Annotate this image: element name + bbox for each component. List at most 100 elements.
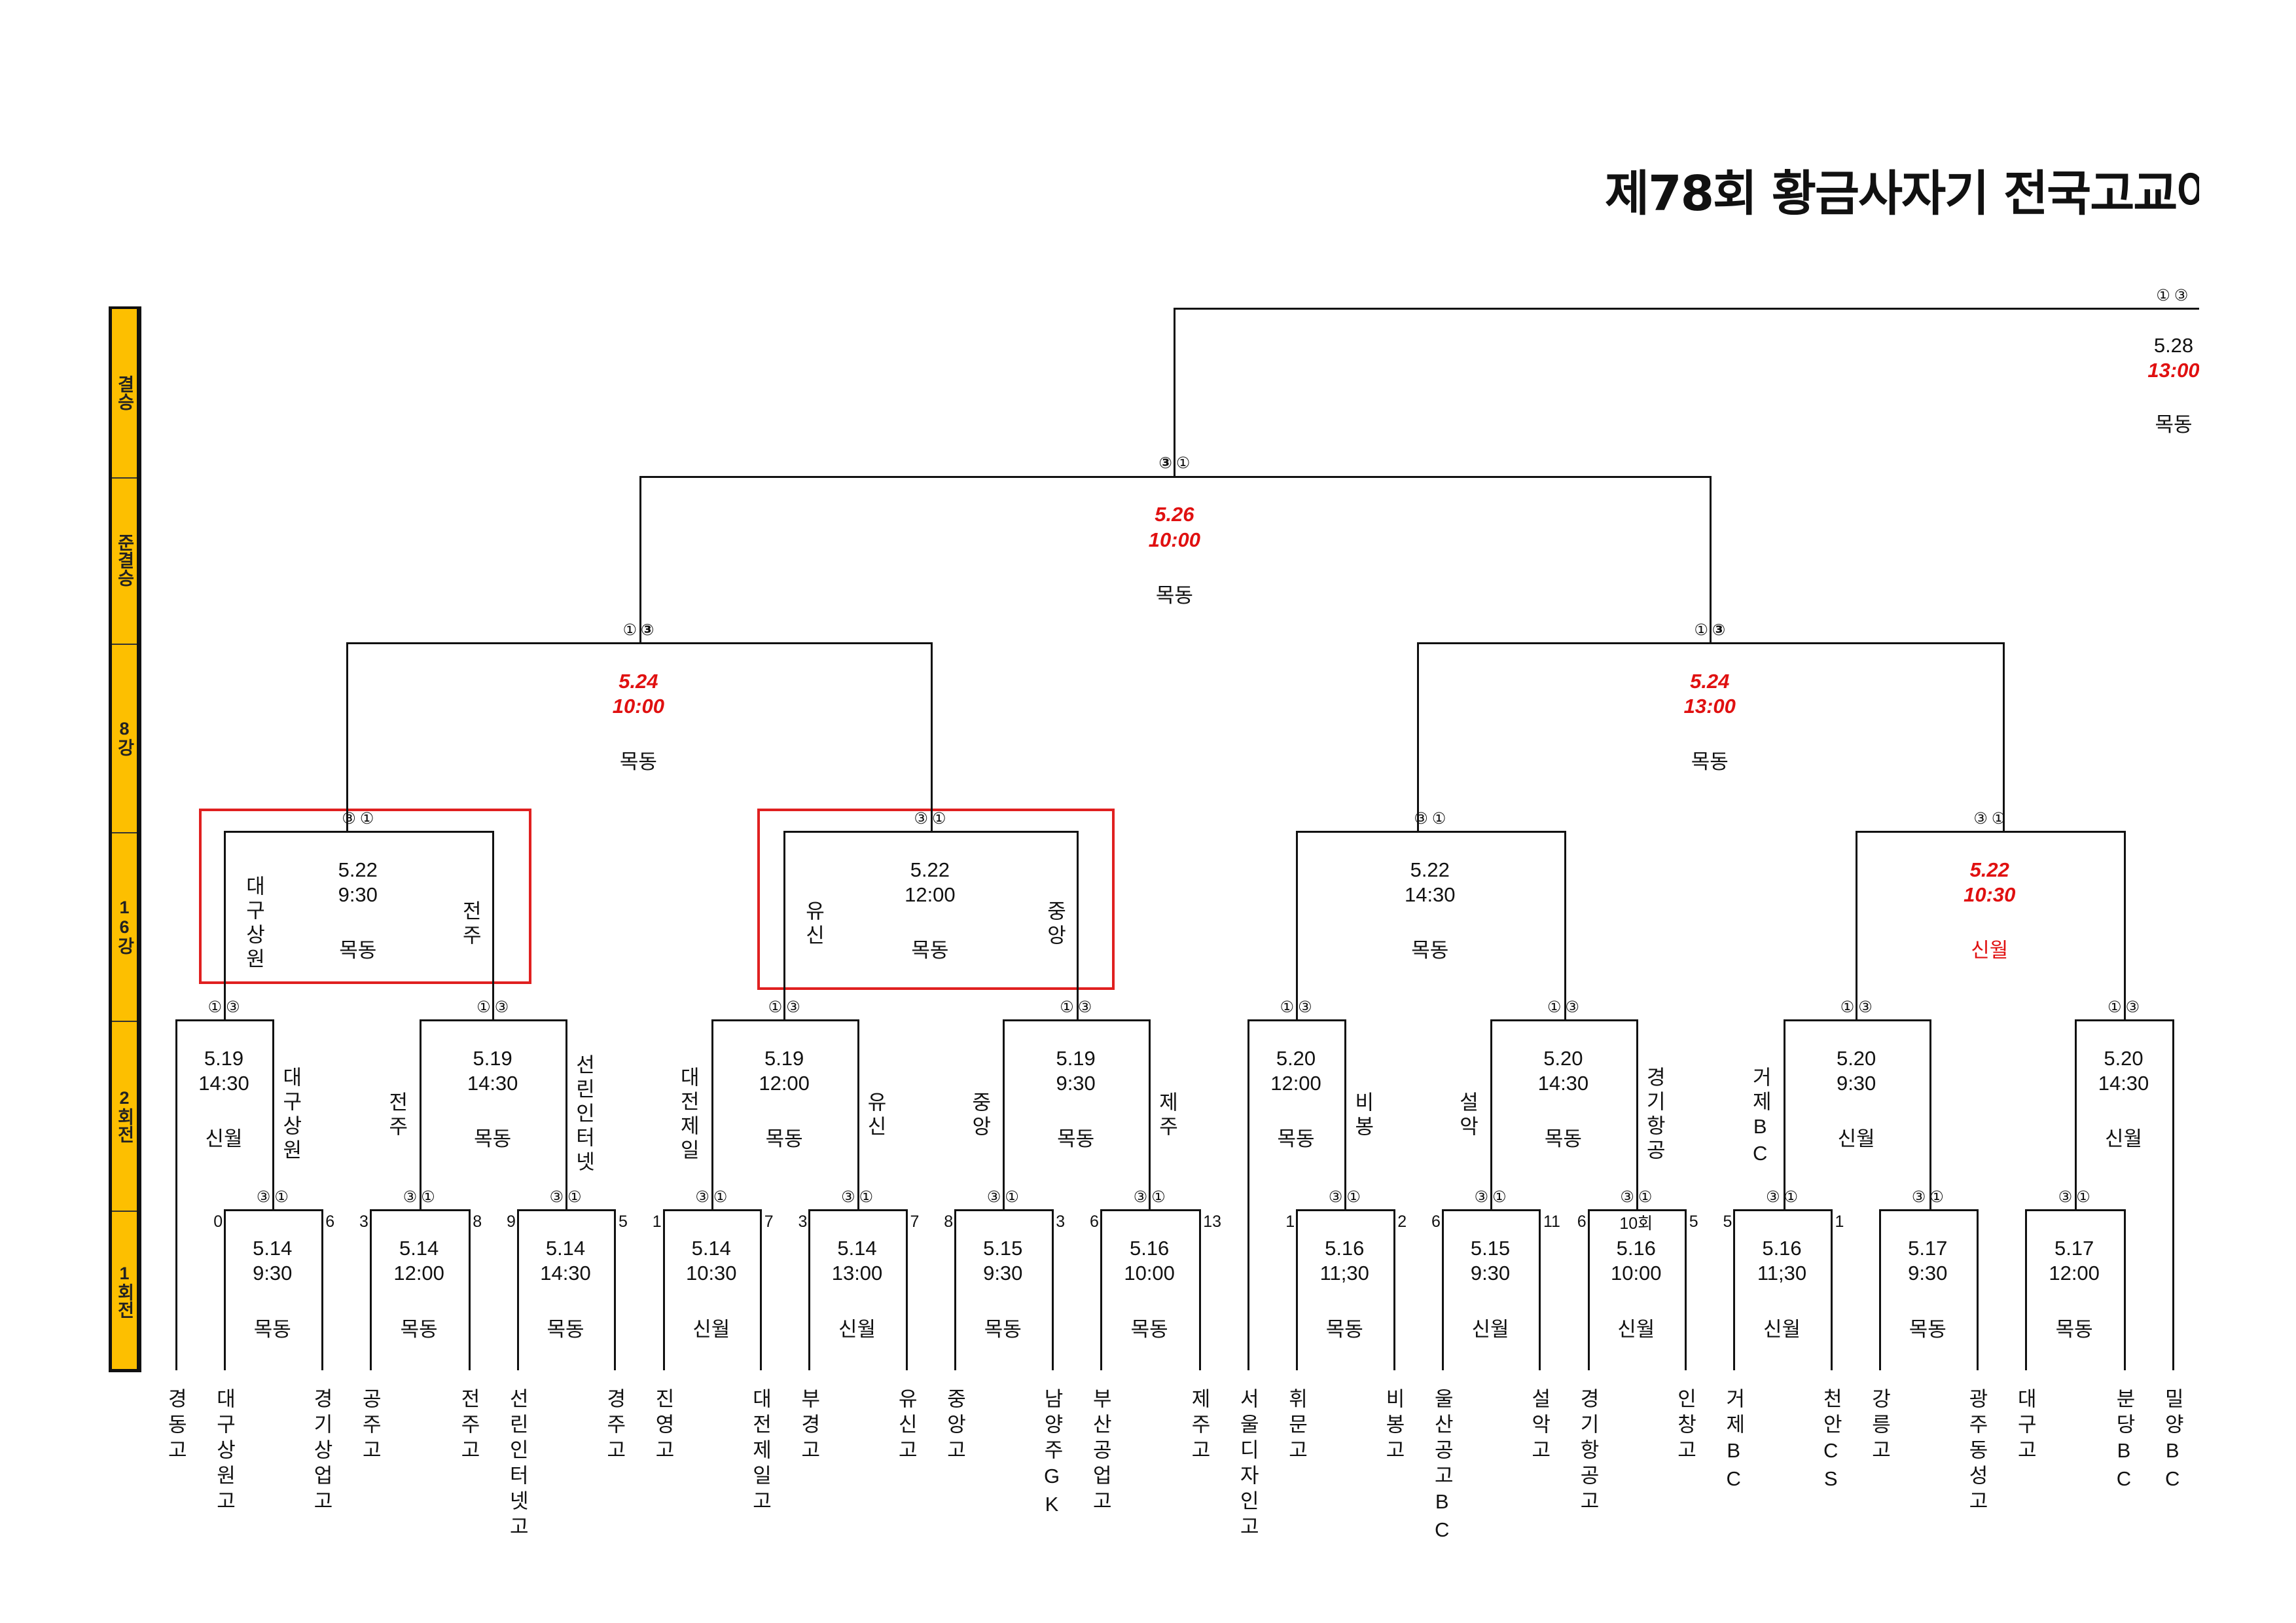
match-time: 10:00 (1610, 1262, 1662, 1285)
score-right: 11 (1543, 1212, 1560, 1231)
score-right: 7 (910, 1212, 920, 1231)
score-left: 0 (213, 1212, 223, 1231)
mark-1: ① (421, 1188, 435, 1206)
bracket-line (1174, 308, 2199, 310)
bracket-line (662, 1209, 762, 1212)
mark-1: ① (2076, 1188, 2090, 1206)
match-venue: 목동 (400, 1317, 438, 1341)
mark-0: ① (622, 621, 637, 639)
match-date: 5.24 (1690, 669, 1730, 693)
sidebar-round-3: 16강 (112, 832, 137, 1022)
bracket-line (1051, 1209, 1054, 1370)
note-extra-innings: 10회 (1619, 1214, 1653, 1233)
team-label-left: 대구상원 (242, 875, 265, 972)
mark-1: ③ (2125, 998, 2140, 1016)
mark-0: ③ (1328, 1188, 1343, 1206)
sidebar-round-1: 준결승 (112, 477, 137, 645)
bracket-line (272, 1019, 275, 1210)
mark-1: ① (1346, 1188, 1361, 1206)
bracket-line (662, 1209, 665, 1370)
match-date: 5.17 (1908, 1236, 1948, 1260)
match-date: 5.15 (983, 1236, 1023, 1260)
bracket-line (2075, 1019, 2077, 1210)
team-label-right: 경기항공 (1642, 1067, 1666, 1163)
team-name: 제주고 (1187, 1387, 1211, 1465)
team-name: 대구고 (2013, 1387, 2037, 1465)
sidebar-round-label: 결승 (115, 375, 134, 411)
team-name: 공주고 (358, 1387, 382, 1465)
team-name: 부산공업고 (1088, 1387, 1112, 1516)
bracket-line (1830, 1209, 1833, 1370)
mark-0: ③ (403, 1188, 418, 1206)
bracket-line (1149, 1019, 1151, 1210)
match-time: 9:30 (983, 1262, 1023, 1285)
match-time: 10:00 (612, 694, 665, 718)
bracket-line (1879, 1209, 1979, 1212)
team-name: 유신고 (894, 1387, 918, 1465)
mark-1: ③ (786, 998, 800, 1016)
team-name: 비봉고 (1382, 1387, 1405, 1465)
bracket-line (2003, 642, 2005, 831)
score-left: 3 (359, 1212, 368, 1231)
bracket-line (1100, 1209, 1102, 1370)
team-name: 경기항공고 (1576, 1387, 1600, 1516)
match-time: 11;30 (1319, 1262, 1369, 1285)
mark-0: ③ (840, 1188, 855, 1206)
score-left: 9 (507, 1212, 516, 1231)
match-date: 5.19 (1056, 1046, 1096, 1070)
match-date: 5.19 (473, 1046, 512, 1070)
bracket-line (1539, 1209, 1541, 1370)
score-right: 13 (1203, 1212, 1222, 1231)
match-date: 5.19 (764, 1046, 804, 1070)
score-right: 3 (1056, 1212, 1066, 1231)
mark-0: ① (1280, 998, 1294, 1016)
match-date: 5.20 (2104, 1046, 2144, 1070)
match-date: 5.14 (691, 1236, 731, 1260)
bracket-line (1587, 1209, 1590, 1370)
bracket-line (639, 475, 1712, 478)
bracket-line (492, 831, 494, 1019)
match-time: 13:00 (1683, 694, 1736, 718)
team-name: 밀양BC (2161, 1387, 2184, 1495)
match-venue: 목동 (253, 1317, 291, 1341)
match-time: 14:30 (198, 1071, 249, 1095)
team-name: 울산공고BC (1430, 1387, 1454, 1546)
score-right: 5 (619, 1212, 628, 1231)
bracket-line (857, 1019, 859, 1210)
bracket-line (760, 1209, 762, 1370)
bracket-line (224, 831, 226, 1019)
sidebar-round-label: 1회전 (115, 1263, 134, 1319)
match-venue: 신월 (205, 1127, 243, 1151)
sidebar-round-label: 8강 (115, 719, 134, 757)
bracket-line (2024, 1209, 2027, 1370)
match-date: 5.22 (910, 858, 950, 881)
mark-0: ① (768, 998, 783, 1016)
mark-0: ③ (914, 809, 928, 828)
mark-0: ③ (1414, 809, 1428, 828)
mark-1: ① (1175, 454, 1191, 473)
bracket-line (1783, 1019, 1785, 1210)
mark-0: ③ (986, 1188, 1001, 1206)
mark-1: ① (1929, 1188, 1944, 1206)
score-right: 7 (764, 1212, 774, 1231)
score-left: 1 (1285, 1212, 1295, 1231)
bracket-line (808, 1209, 811, 1370)
bracket-line (1344, 1019, 1347, 1210)
bracket-line (1296, 831, 1298, 1019)
match-date: 5.16 (1762, 1236, 1802, 1260)
team-label-right: 선린인터넷 (572, 1053, 595, 1175)
mark-0: ① (1694, 621, 1708, 639)
bracket-line (1733, 1209, 1736, 1370)
bracket-line (565, 1019, 567, 1210)
match-time: 12:00 (759, 1071, 810, 1095)
bracket-line (1710, 475, 1712, 642)
bracket-line (1003, 1019, 1005, 1210)
mark-0: ① (207, 998, 222, 1016)
mark-0: ③ (1765, 1188, 1780, 1206)
team-name: 중앙고 (943, 1387, 966, 1465)
